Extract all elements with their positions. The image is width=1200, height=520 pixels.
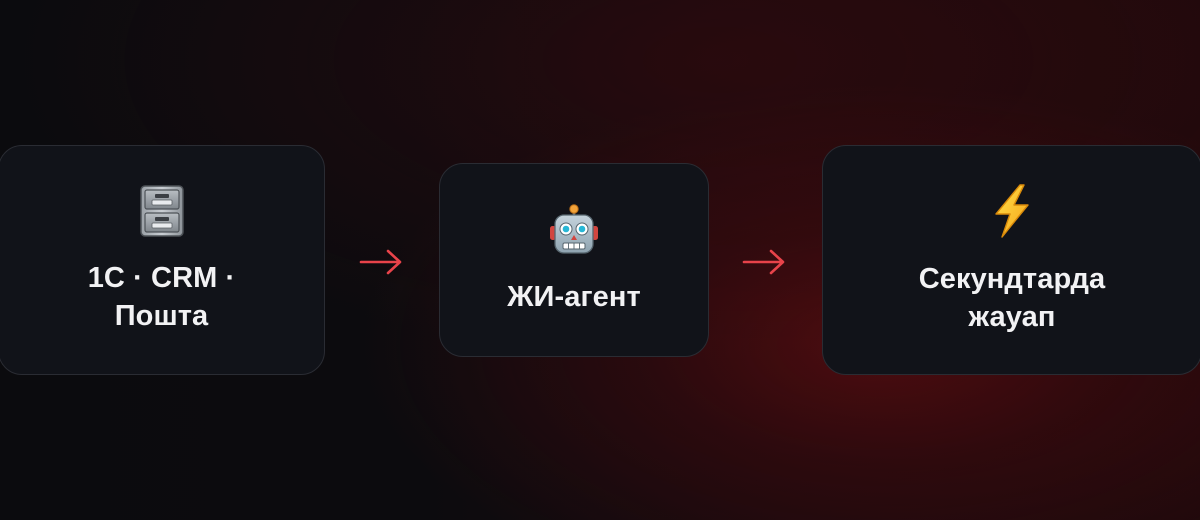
node-ai-agent: ЖИ-агент [439,163,709,357]
node-instant-answer: Секундтарда жауап [822,145,1200,375]
node-label: Секундтарда жауап [918,263,1106,333]
node-label: ЖИ-агент [507,281,641,313]
arrow-right-icon [742,249,785,275]
lightning-icon [995,184,1029,238]
node-label: 1C · CRM · Пошта [87,262,236,332]
node-data-sources: 1C · CRM · Пошта [0,145,325,375]
file-cabinet-icon [139,185,184,237]
arrow-right-icon [359,249,402,275]
robot-icon [550,204,598,254]
